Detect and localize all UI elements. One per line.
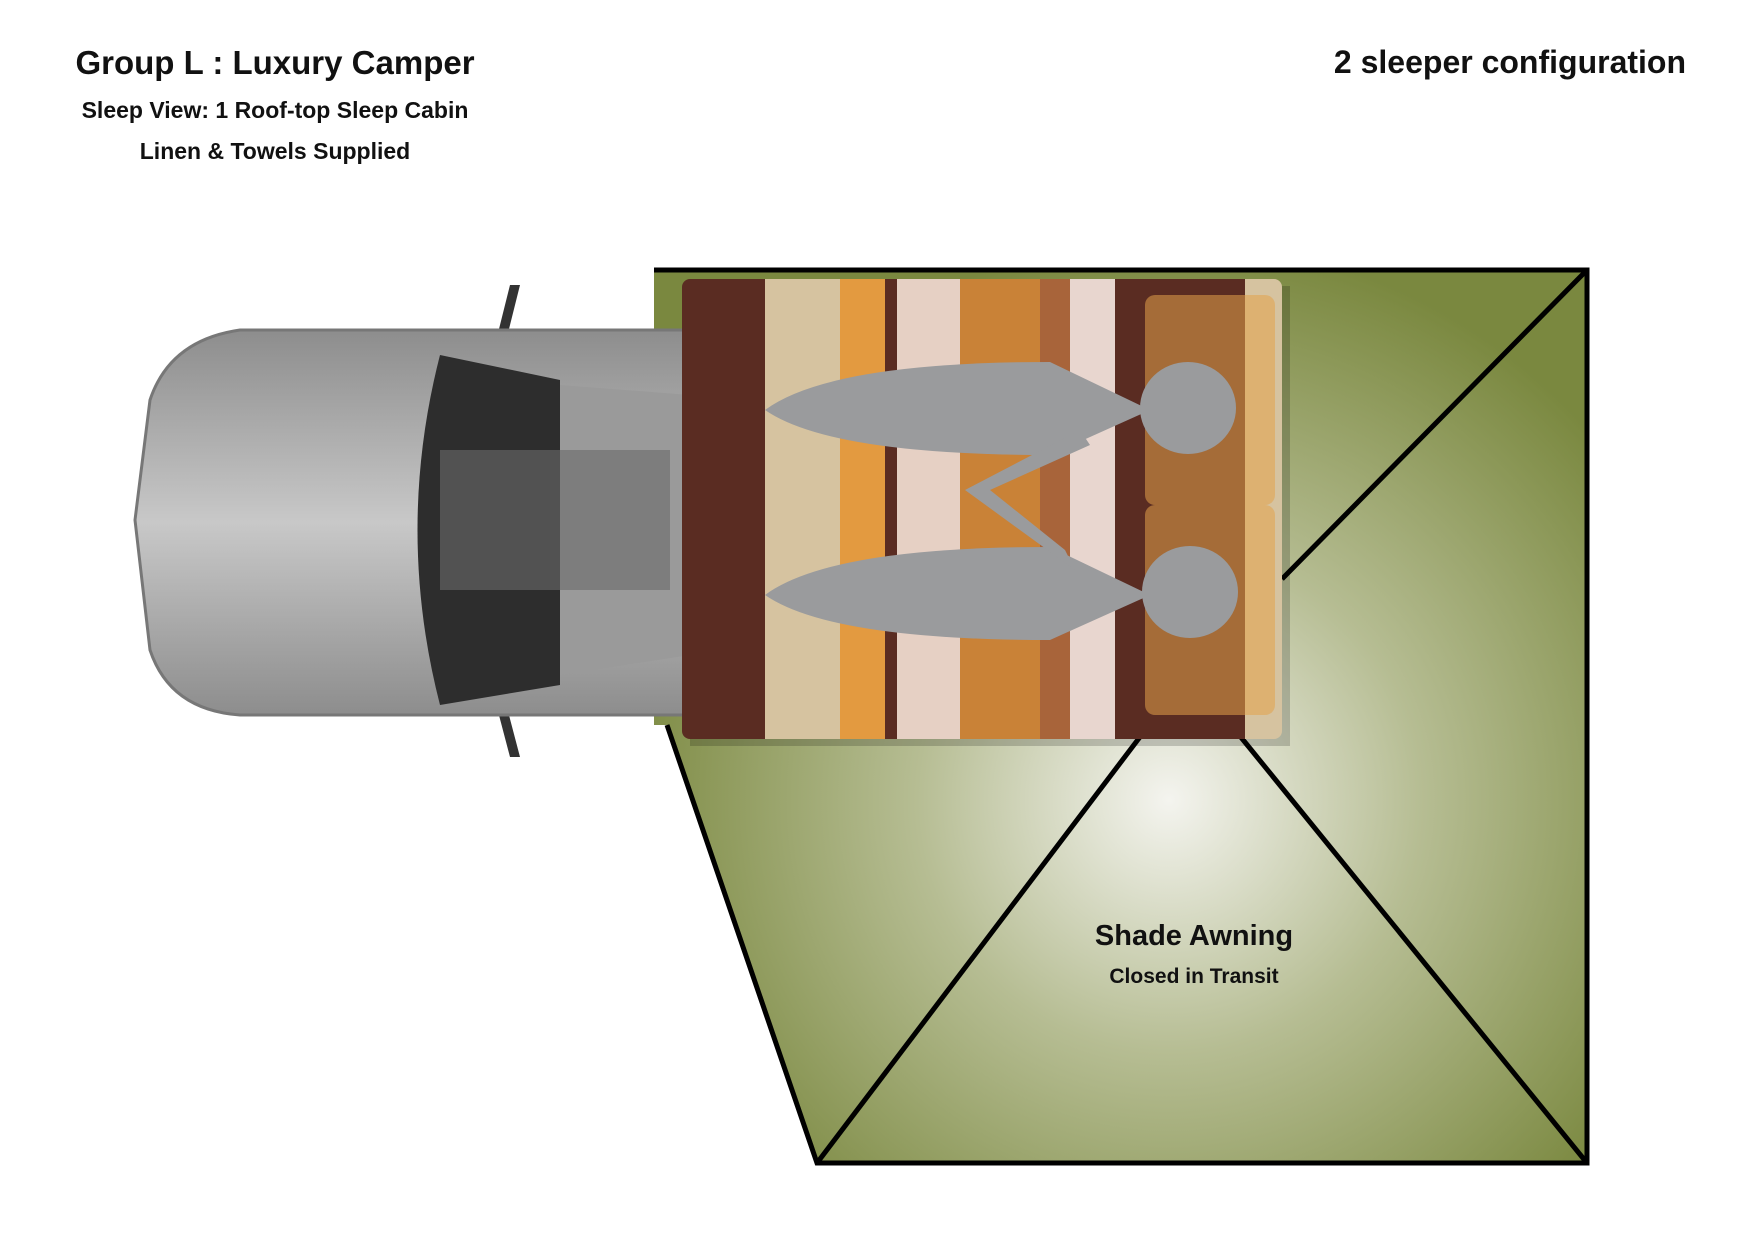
bed (682, 279, 1290, 746)
awning-fold-line (1229, 723, 1589, 1165)
page-title: Group L : Luxury Camper (75, 44, 475, 81)
linen-note: Linen & Towels Supplied (139, 138, 411, 164)
vehicle-top-view (133, 285, 692, 757)
configuration-label: 2 sleeper configuration (1333, 44, 1686, 80)
awning-status: Closed in Transit (1109, 965, 1279, 988)
sleep-view-subtitle: Sleep View: 1 Roof-top Sleep Cabin (81, 97, 469, 123)
awning-label: Shade Awning (1094, 920, 1294, 952)
sleeper-figures (765, 362, 1238, 640)
awning-fold-line (815, 723, 1151, 1165)
awning-fold-line (1280, 268, 1589, 581)
